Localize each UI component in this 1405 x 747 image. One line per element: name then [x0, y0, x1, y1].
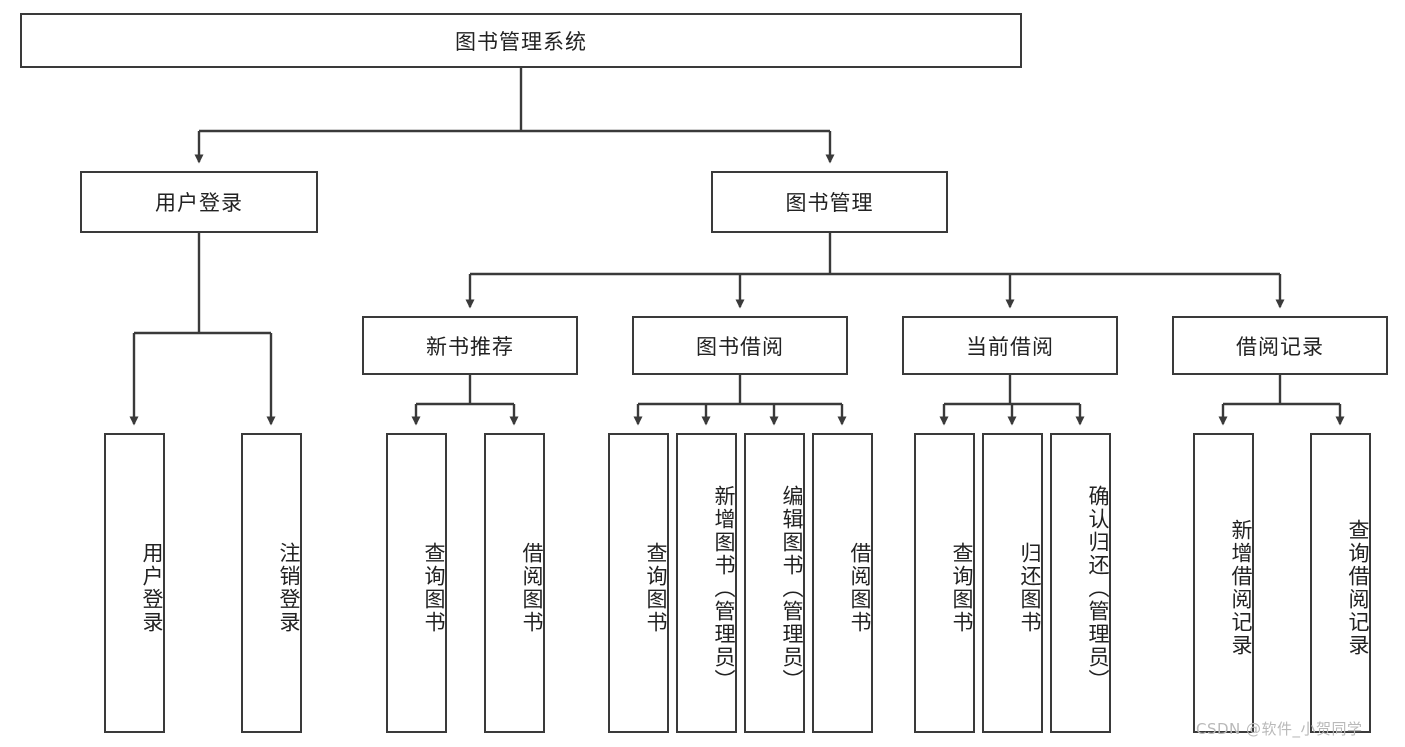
- leaf-borrow-add-book[interactable]: 新增图书（管理员）: [676, 433, 737, 733]
- leaf-new-borrow-book-label: 借阅图书: [520, 542, 544, 634]
- leaf-borrow-query-book[interactable]: 查询图书: [608, 433, 669, 733]
- node-root-label: 图书管理系统: [455, 29, 587, 54]
- leaf-current-return-book-label: 归还图书: [1018, 542, 1042, 634]
- leaf-new-query-book-label: 查询图书: [422, 542, 446, 634]
- leaf-current-return-book[interactable]: 归还图书: [982, 433, 1043, 733]
- leaf-user-logout-label: 注销登录: [277, 542, 301, 634]
- leaf-borrow-query-book-label: 查询图书: [644, 542, 668, 634]
- leaf-current-confirm-return[interactable]: 确认归还（管理员）: [1050, 433, 1111, 733]
- node-new-book-recommend[interactable]: 新书推荐: [362, 316, 578, 375]
- leaf-current-query-book-label: 查询图书: [950, 542, 974, 634]
- leaf-user-logout[interactable]: 注销登录: [241, 433, 302, 733]
- node-current-borrow-label: 当前借阅: [966, 334, 1054, 359]
- node-book-management-module[interactable]: 图书管理: [711, 171, 948, 233]
- leaf-record-query-label: 查询借阅记录: [1346, 519, 1370, 657]
- node-book-management-module-label: 图书管理: [785, 191, 874, 215]
- leaf-borrow-lend-book-label: 借阅图书: [848, 542, 872, 634]
- leaf-record-add[interactable]: 新增借阅记录: [1193, 433, 1254, 733]
- node-borrow-record[interactable]: 借阅记录: [1172, 316, 1388, 375]
- node-user-login-module[interactable]: 用户登录: [80, 171, 318, 233]
- leaf-current-query-book[interactable]: 查询图书: [914, 433, 975, 733]
- node-root[interactable]: 图书管理系统: [20, 13, 1022, 68]
- node-borrow-record-label: 借阅记录: [1236, 334, 1324, 359]
- leaf-new-query-book[interactable]: 查询图书: [386, 433, 447, 733]
- node-book-borrow[interactable]: 图书借阅: [632, 316, 848, 375]
- leaf-current-confirm-return-label: 确认归还（管理员）: [1086, 484, 1110, 692]
- node-user-login-module-label: 用户登录: [155, 191, 243, 215]
- leaf-record-add-label: 新增借阅记录: [1229, 519, 1253, 657]
- leaf-user-login[interactable]: 用户登录: [104, 433, 165, 733]
- leaf-new-borrow-book[interactable]: 借阅图书: [484, 433, 545, 733]
- node-book-borrow-label: 图书借阅: [696, 334, 784, 359]
- leaf-borrow-edit-book-label: 编辑图书（管理员）: [780, 484, 804, 692]
- leaf-borrow-add-book-label: 新增图书（管理员）: [712, 484, 736, 692]
- leaf-record-query[interactable]: 查询借阅记录: [1310, 433, 1371, 733]
- leaf-user-login-label: 用户登录: [140, 542, 164, 634]
- leaf-borrow-edit-book[interactable]: 编辑图书（管理员）: [744, 433, 805, 733]
- node-current-borrow[interactable]: 当前借阅: [902, 316, 1118, 375]
- csdn-watermark: CSDN @软件_小贺同学: [1196, 720, 1363, 738]
- node-new-book-recommend-label: 新书推荐: [426, 334, 514, 359]
- leaf-borrow-lend-book[interactable]: 借阅图书: [812, 433, 873, 733]
